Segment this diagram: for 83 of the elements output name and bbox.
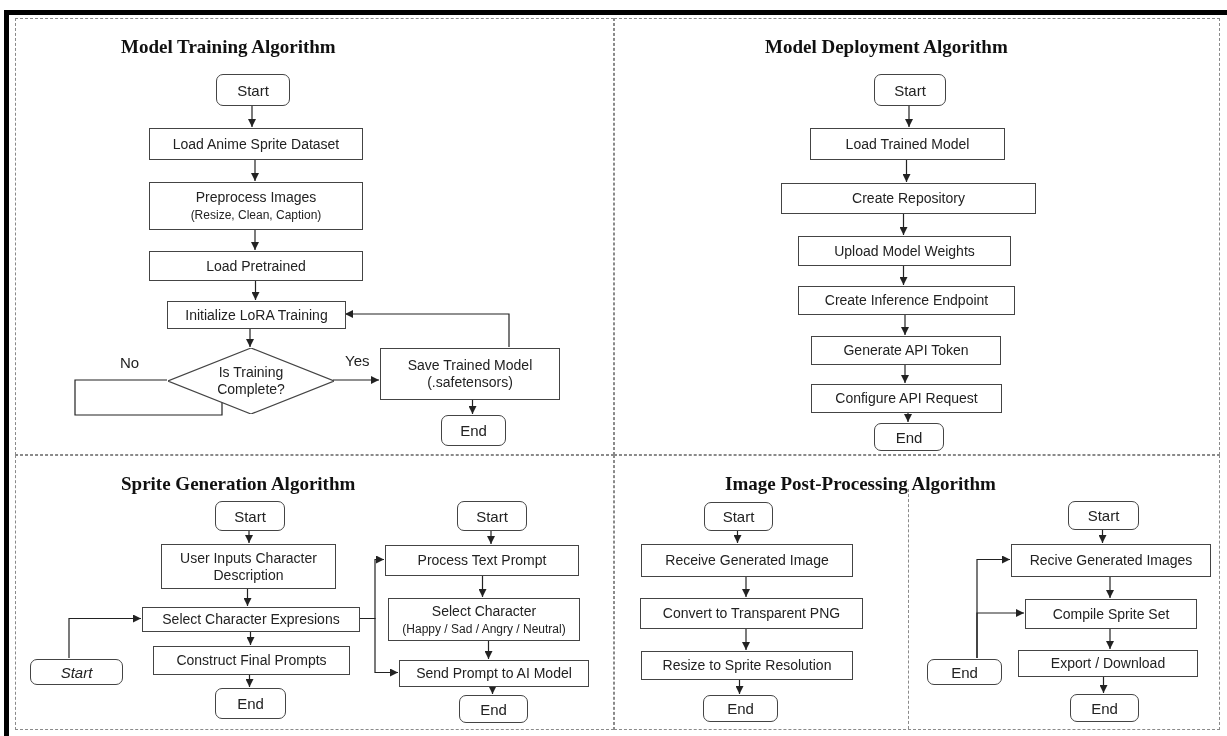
- process-box: Convert to Transparent PNG: [640, 598, 863, 629]
- connector-arrow: [468, 398, 477, 415]
- step-label: Select Character: [431, 602, 537, 620]
- connector-arrow: [1099, 675, 1108, 694]
- terminal-box: Start: [215, 501, 285, 531]
- process-box: Configure API Request: [811, 384, 1002, 413]
- process-box: Generate API Token: [811, 336, 1001, 365]
- connector-arrow: [902, 158, 911, 183]
- terminal-box: Start: [30, 659, 123, 685]
- terminal-box: End: [703, 695, 778, 722]
- connector-arrow: [1106, 575, 1114, 599]
- connector-arrow: [1106, 627, 1114, 650]
- terminal-box: Start: [874, 74, 946, 106]
- connector-arrow: [68, 614, 142, 659]
- process-box: Load Pretrained: [149, 251, 363, 281]
- terminal-box: Start: [457, 501, 527, 531]
- terminal-box: End: [459, 695, 528, 723]
- panel-title: Model Deployment Algorithm: [765, 35, 1008, 59]
- connector-arrow: [742, 575, 750, 598]
- terminal-box: End: [441, 415, 506, 446]
- terminal-box: End: [1070, 694, 1139, 722]
- process-box: Receive Generated Image: [641, 544, 853, 577]
- panel: [614, 18, 1220, 455]
- process-box: User Inputs Character Description: [161, 544, 336, 589]
- terminal-box: Start: [1068, 501, 1139, 530]
- panel-title: Sprite Generation Algorithm: [121, 472, 356, 496]
- process-box: Process Text Prompt: [385, 545, 579, 576]
- terminal-box: End: [874, 423, 944, 451]
- connector-arrow: [248, 104, 256, 128]
- terminal-box: End: [215, 688, 286, 719]
- process-box: Export / Download: [1018, 650, 1198, 677]
- connector-arrow: [246, 630, 255, 646]
- connector-arrow: [344, 310, 510, 348]
- connector-arrow: [245, 673, 254, 688]
- connector-arrow: [901, 313, 909, 336]
- terminal-box: Start: [216, 74, 290, 106]
- connector-arrow: [733, 529, 742, 544]
- connector-arrow: [251, 228, 259, 251]
- terminal-box: Start: [704, 502, 773, 531]
- panel: [614, 455, 1220, 730]
- connector-arrow: [899, 212, 908, 236]
- connector-arrow: [899, 264, 908, 286]
- process-box: Create Repository: [781, 183, 1036, 214]
- process-box: Save Trained Model (.safetensors): [380, 348, 560, 400]
- process-box: Send Prompt to AI Model: [399, 660, 589, 687]
- panel-title: Model Training Algorithm: [121, 35, 336, 59]
- connector-arrow: [245, 529, 253, 544]
- connector-arrow: [1098, 528, 1107, 544]
- step-label: Preprocess Images: [195, 189, 317, 206]
- connector-arrow: [487, 529, 495, 545]
- panel: [15, 455, 614, 730]
- decision-diamond: Is Training Complete?: [168, 348, 334, 414]
- process-box: Load Trained Model: [810, 128, 1005, 160]
- process-box: Select Character Expresions: [142, 607, 360, 632]
- process-box: Upload Model Weights: [798, 236, 1011, 266]
- process-box: Resize to Sprite Resolution: [641, 651, 853, 680]
- connector-arrow: [478, 574, 487, 598]
- step-detail: (Happy / Sad / Angry / Neutral): [402, 621, 566, 637]
- connector-arrow: [488, 685, 497, 695]
- connector-arrow: [243, 587, 252, 607]
- connector-arrow: [742, 627, 750, 651]
- connector-arrow: [246, 327, 254, 348]
- connector-arrow: [905, 104, 913, 128]
- terminal-box: End: [927, 659, 1002, 685]
- panel: [15, 18, 614, 455]
- connector-arrow: [332, 376, 380, 384]
- connector-arrow: [901, 363, 909, 384]
- process-box: Create Inference Endpoint: [798, 286, 1015, 315]
- connector-arrow: [735, 678, 744, 695]
- connector-arrow: [976, 609, 1025, 659]
- process-box: Construct Final Prompts: [153, 646, 350, 675]
- connector-arrow: [251, 158, 259, 182]
- process-box: [149, 182, 363, 230]
- process-box: Load Anime Sprite Dataset: [149, 128, 363, 160]
- connector-arrow: [904, 411, 912, 423]
- step-detail: (Resize, Clean, Caption): [190, 208, 322, 223]
- process-box: Compile Sprite Set: [1025, 599, 1197, 629]
- process-box: [388, 598, 580, 641]
- connector-arrow: [484, 639, 493, 660]
- process-box: Recive Generated Images: [1011, 544, 1211, 577]
- connector-arrow: [251, 279, 260, 301]
- process-box: Initialize LoRA Training: [167, 301, 346, 329]
- panel-title: Image Post-Processing Algorithm: [725, 472, 996, 496]
